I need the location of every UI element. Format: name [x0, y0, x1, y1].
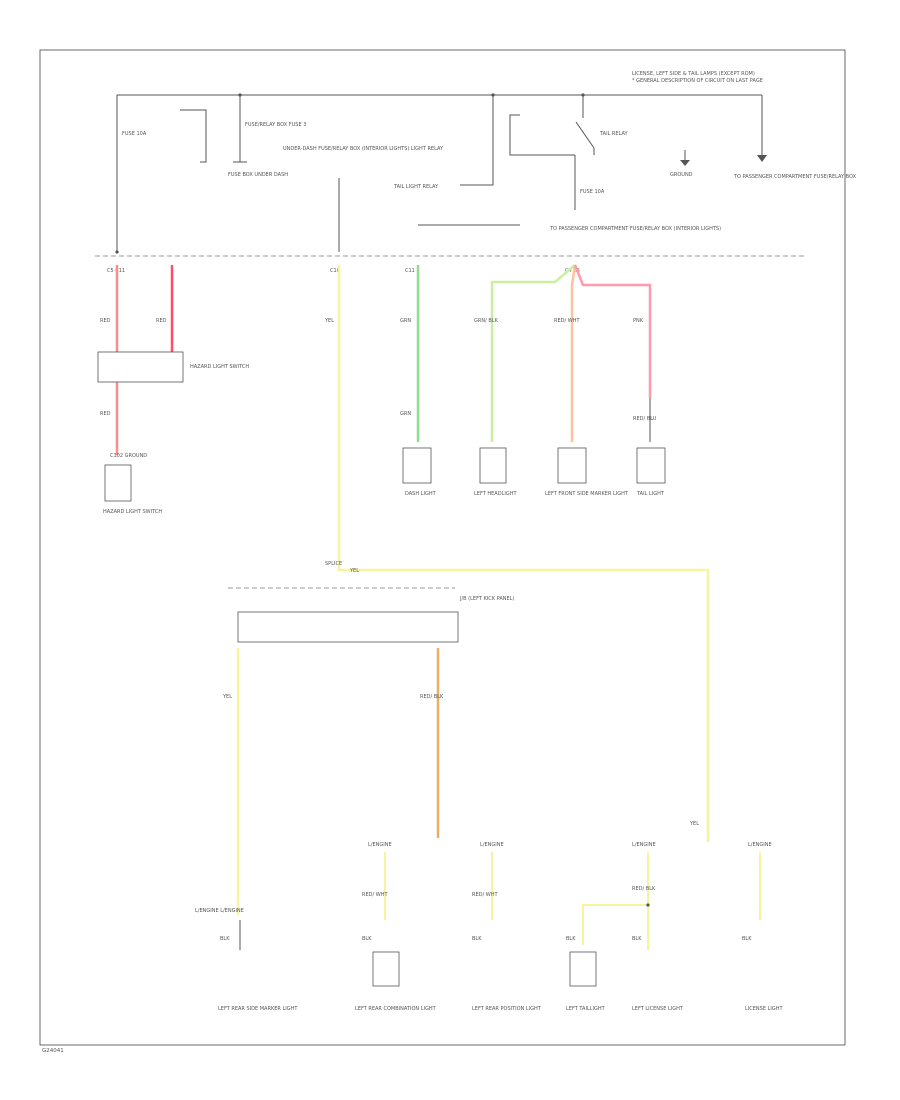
- wire-label: RED/ WHT: [554, 318, 580, 324]
- wire-label: RED/ BLK: [632, 886, 656, 892]
- wire-label: YEL: [349, 568, 359, 574]
- diagram-frame: [39, 49, 846, 1046]
- junction-dot: [115, 250, 119, 254]
- fuse-box-bracket: [180, 109, 207, 163]
- wire-label: YEL: [222, 694, 232, 700]
- bottom-tag: L/ENGINE: [632, 842, 656, 848]
- component-label: LEFT REAR SIDE MARKER LIGHT: [218, 1006, 298, 1012]
- splice-label: SPLICE: [325, 561, 342, 567]
- under-dash-label: UNDER-DASH FUSE/RELAY BOX (INTERIOR LIGH…: [283, 146, 444, 152]
- component-label: LEFT LICENSE LIGHT: [632, 1006, 684, 1012]
- wire-label: GRN: [400, 411, 411, 417]
- wire-label: GRN: [400, 318, 411, 324]
- bottom-tag: L/ENGINE: [368, 842, 392, 848]
- wire-label: RED/ BLK: [420, 694, 444, 700]
- wire-pink: [573, 264, 652, 398]
- component-label: LEFT HEADLIGHT: [474, 491, 517, 497]
- wire-red-black: [582, 852, 649, 945]
- junction-dot: [646, 903, 650, 907]
- tail-relay-switch: [575, 121, 595, 149]
- fuse-mid-label: FUSE 10A: [580, 189, 605, 195]
- ground-label: GROUND: [670, 172, 693, 178]
- header-line1: LICENSE, LEFT SIDE & TAIL LAMPS (EXCEPT …: [632, 71, 755, 77]
- to-passenger-label: TO PASSENGER COMPARTMENT FUSE/RELAY BOX: [733, 174, 857, 180]
- component-label: LEFT REAR COMBINATION LIGHT: [355, 1006, 437, 1012]
- tail-relay-label: TAIL RELAY: [599, 131, 629, 137]
- wire-label: BLK: [362, 936, 372, 942]
- wire-green-black: [490, 264, 576, 442]
- fuse-box-label: FUSE/RELAY BOX FUSE 3: [245, 122, 306, 128]
- wire-label: RED/ WHT: [362, 892, 388, 898]
- component-label: LICENSE LIGHT: [745, 1006, 783, 1012]
- component-label: C102 GROUND: [110, 453, 147, 459]
- hazard-light-switch: [104, 464, 132, 502]
- left-headlight: [479, 447, 507, 484]
- bottom-tag: L/ENGINE: [748, 842, 772, 848]
- tail-light: [636, 447, 666, 484]
- wire-label: BLK: [742, 936, 752, 942]
- bottom-tag: L/ENGINE L/ENGINE: [195, 908, 244, 914]
- left-taillight: [569, 951, 597, 987]
- hazard-note: HAZARD LIGHT SWITCH: [190, 364, 249, 370]
- wire-label: YEL: [689, 821, 699, 827]
- wire-label: RED: [156, 318, 167, 324]
- left-rear-combination-light: [372, 951, 400, 987]
- left-front-side-marker-light: [557, 447, 587, 484]
- relay-output-label: TAIL LIGHT RELAY: [393, 184, 439, 190]
- component-label: HAZARD LIGHT SWITCH: [103, 509, 162, 515]
- wire-label: BLK: [566, 936, 576, 942]
- wire-label: BLK: [220, 936, 230, 942]
- header-line2: * GENERAL DESCRIPTION OF CIRCUIT ON LAST…: [632, 78, 763, 84]
- component-label: TAIL LIGHT: [636, 491, 665, 497]
- diagram-code: G24041: [42, 1048, 64, 1054]
- arrow-down-icon: [757, 155, 767, 162]
- component-label: LEFT TAILLIGHT: [566, 1006, 606, 1012]
- wire-label: GRN/ BLK: [474, 318, 499, 324]
- connector-c4: C4 C5: [565, 268, 580, 274]
- junction-block-label: J/B (LEFT KICK PANEL): [459, 596, 514, 602]
- component-label: LEFT REAR POSITION LIGHT: [472, 1006, 542, 1012]
- hazard-switch-box: [97, 351, 184, 383]
- component-label: LEFT FRONT SIDE MARKER LIGHT: [545, 491, 629, 497]
- wire-yellow-main: [337, 265, 710, 842]
- component-label: DASH LIGHT: [405, 491, 437, 497]
- ground-icon: [680, 160, 690, 166]
- wire-red-white: [570, 264, 577, 442]
- relay-output-wire: [460, 95, 494, 186]
- junction-block: [237, 611, 459, 643]
- fuse-box-name: FUSE BOX UNDER DASH: [228, 172, 288, 178]
- wire-label: RED: [100, 318, 111, 324]
- bus-note: TO PASSENGER COMPARTMENT FUSE/RELAY BOX …: [549, 226, 721, 232]
- connector-c3: C11: [405, 268, 415, 274]
- wire-label: RED/ WHT: [472, 892, 498, 898]
- bottom-tag: L/ENGINE: [480, 842, 504, 848]
- dash-light: [402, 447, 432, 484]
- wire-label: RED: [100, 411, 111, 417]
- wire-label: BLK: [472, 936, 482, 942]
- fuse-left-label: FUSE 10A: [122, 131, 147, 137]
- connector-c2: C10: [330, 268, 340, 274]
- wire-label: RED/ BLU: [633, 416, 657, 422]
- wire-label: BLK: [632, 936, 642, 942]
- wire-label: PNK: [633, 318, 644, 324]
- wire-label: YEL: [324, 318, 334, 324]
- tail-relay-coil: [509, 114, 575, 156]
